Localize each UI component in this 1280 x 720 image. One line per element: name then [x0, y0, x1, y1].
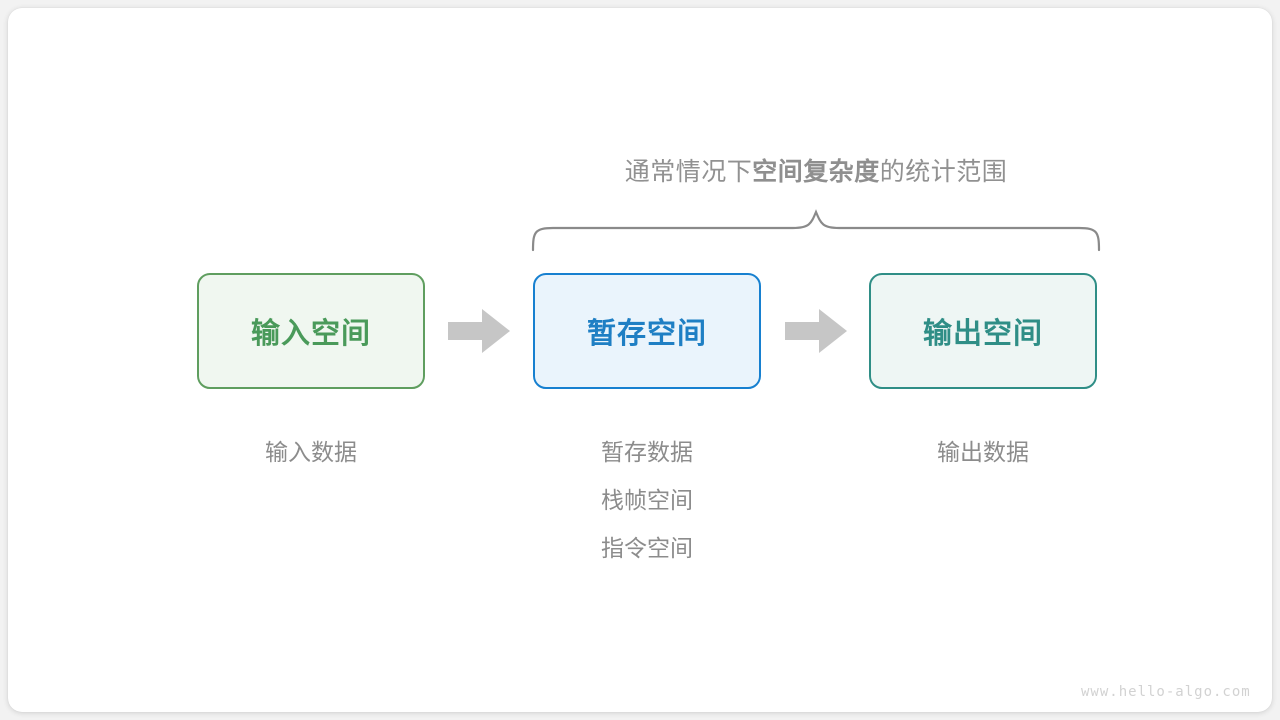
box-output-space-label: 输出空间: [922, 318, 1043, 350]
caption-temp-line-1: 暂存数据: [601, 439, 693, 465]
arrow-right-icon-input-to-temp: [448, 309, 510, 353]
annotation-emphasis: 空间复杂度: [752, 158, 880, 186]
arrow-right-icon-temp-to-output: [785, 309, 847, 353]
annotation-suffix: 的统计范围: [879, 158, 1008, 186]
annotation-prefix: 通常情况下: [624, 158, 753, 186]
box-temp-space-label: 暂存空间: [586, 318, 707, 350]
caption-temp-line-3: 指令空间: [601, 535, 693, 561]
box-output-space[interactable]: 输出空间: [869, 273, 1097, 389]
watermark: www.hello-algo.com: [1081, 684, 1251, 700]
box-input-space[interactable]: 输入空间: [197, 273, 425, 389]
box-temp-space[interactable]: 暂存空间: [533, 273, 761, 389]
curly-brace-icon: [531, 209, 1101, 252]
caption-output-line-1: 输出数据: [937, 439, 1029, 465]
caption-input: 输入数据: [197, 428, 425, 476]
diagram-card: 通常情况下空间复杂度的统计范围 输入空间 暂存空间 输出空间 输入数据 暂存数据: [8, 8, 1272, 712]
caption-temp-line-2: 栈帧空间: [601, 487, 693, 513]
caption-output: 输出数据: [869, 428, 1097, 476]
brace-annotation-text: 通常情况下空间复杂度的统计范围: [533, 152, 1099, 192]
box-input-space-label: 输入空间: [250, 318, 371, 350]
caption-temp: 暂存数据 栈帧空间 指令空间: [533, 428, 761, 572]
caption-input-line-1: 输入数据: [265, 439, 357, 465]
